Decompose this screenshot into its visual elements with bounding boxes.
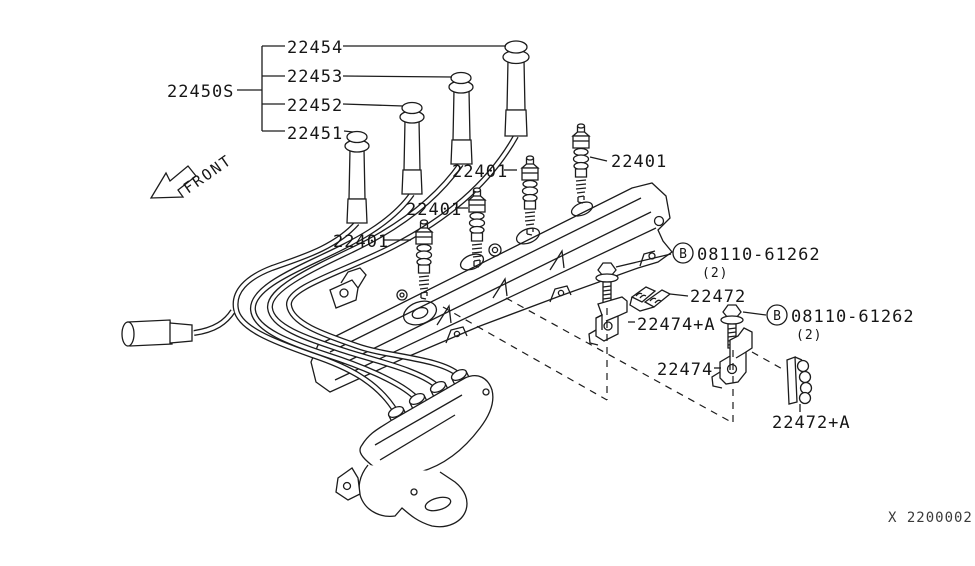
part-label-22474[interactable]: 22474 bbox=[657, 360, 713, 380]
coil-wire-boot bbox=[121, 319, 193, 347]
wire-boot-2 bbox=[399, 101, 425, 195]
part-label-22401-1[interactable]: 22401 bbox=[333, 232, 389, 252]
spark-plug-1 bbox=[414, 219, 434, 300]
part-label-22401-4[interactable]: 22401 bbox=[611, 152, 667, 172]
part-label-22450s[interactable]: 22450S bbox=[167, 82, 234, 102]
front-arrow bbox=[149, 165, 197, 199]
spark-plug-2 bbox=[467, 187, 487, 268]
bracket-22474 bbox=[711, 327, 753, 389]
part-label-22452[interactable]: 22452 bbox=[287, 96, 343, 116]
part-label-22451[interactable]: 22451 bbox=[287, 124, 343, 144]
part-label-22401-2[interactable]: 22401 bbox=[406, 200, 462, 220]
assembly-dashed-lines bbox=[442, 297, 787, 424]
bolt-circle-letter-1: B bbox=[679, 247, 687, 262]
wire-boot-1 bbox=[344, 130, 370, 224]
part-label-22472-plus-a[interactable]: 22472+A bbox=[772, 413, 851, 433]
bolt-qty-1: (2) bbox=[702, 266, 728, 281]
part-label-08110-61262-2[interactable]: 08110-61262 bbox=[791, 307, 915, 327]
wire-boot-4 bbox=[502, 40, 530, 137]
part-label-22401-3[interactable]: 22401 bbox=[452, 162, 508, 182]
bolt-callout-1: B 08110-61262 (2) bbox=[672, 242, 821, 281]
part-label-22474-plus-a[interactable]: 22474+A bbox=[637, 315, 716, 335]
leader-lines bbox=[237, 45, 801, 412]
bracket-22474-plus-a bbox=[588, 296, 628, 346]
part-label-22453[interactable]: 22453 bbox=[287, 67, 343, 87]
ignition-wire-cables bbox=[193, 134, 519, 414]
distributor bbox=[335, 368, 494, 528]
part-label-08110-61262-1[interactable]: 08110-61262 bbox=[697, 245, 821, 265]
bolt-qty-2: (2) bbox=[796, 328, 822, 343]
bolt-callout-2: B 08110-61262 (2) bbox=[766, 304, 915, 343]
part-label-22472[interactable]: 22472 bbox=[690, 287, 746, 307]
wire-clip-22472-plus-a bbox=[786, 356, 813, 405]
part-label-22454[interactable]: 22454 bbox=[287, 38, 343, 58]
spark-plug-3 bbox=[520, 155, 540, 236]
bolt-circle-letter-2: B bbox=[773, 309, 781, 324]
spark-plug-4 bbox=[571, 123, 591, 204]
wire-boot-3 bbox=[448, 71, 474, 165]
wire-clip-22472 bbox=[629, 286, 672, 312]
diagram-code: X 2200002 bbox=[888, 510, 973, 526]
